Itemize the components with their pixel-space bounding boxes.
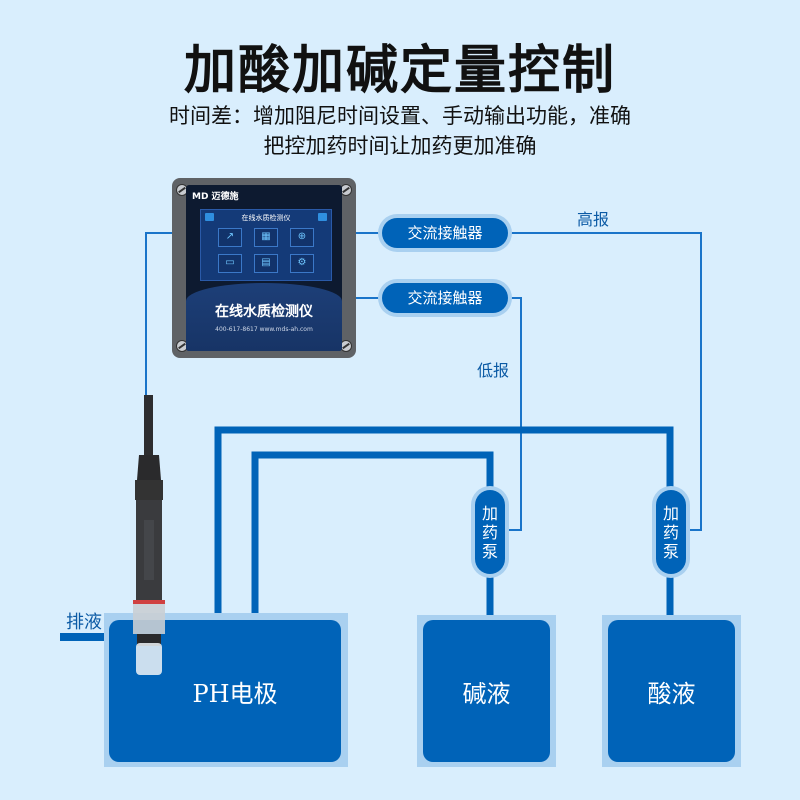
alkali-tank: 碱液 bbox=[423, 620, 550, 762]
device-name: 在线水质检测仪 bbox=[215, 304, 313, 320]
water-quality-analyzer: MD 迈德施 在线水质检测仪 ↗ ▦ ⊕ ▭ ▤ ⚙ 在线水质检测仪 400-6… bbox=[172, 178, 356, 358]
electrode-signal-wire bbox=[145, 232, 176, 395]
target-icon: ⊕ bbox=[290, 228, 314, 247]
low-alarm-wire bbox=[505, 297, 522, 531]
device-lower-panel bbox=[186, 283, 342, 351]
subtitle-line-1: 时间差：增加阻尼时间设置、手动输出功能，准确 bbox=[169, 104, 631, 128]
dosing-pump-acid: 加 药 泵 bbox=[656, 490, 686, 574]
ph-tank-label: PH电极 bbox=[192, 679, 278, 708]
pump-label-char: 加 bbox=[662, 503, 679, 523]
acid-pipe bbox=[214, 426, 674, 620]
screen-title: 在线水质检测仪 bbox=[241, 214, 291, 222]
contactor-low: 交流接触器 bbox=[382, 283, 508, 313]
device-brand-logo: MD 迈德施 bbox=[192, 192, 239, 202]
high-alarm-label: 高报 bbox=[577, 210, 610, 229]
probe-seal-ring bbox=[133, 600, 165, 604]
alkali-pipe bbox=[251, 451, 494, 620]
device-contact: 400-617-8617 www.mds-ah.com bbox=[215, 326, 313, 333]
pump-label-char: 药 bbox=[481, 522, 498, 542]
acid-tank: 酸液 bbox=[608, 620, 735, 762]
acid-tank-label: 酸液 bbox=[647, 679, 696, 708]
page-title: 加酸加碱定量控制 bbox=[183, 40, 616, 101]
pump-label-char: 泵 bbox=[662, 541, 679, 561]
home-icon bbox=[205, 213, 214, 221]
probe-cable bbox=[144, 395, 153, 455]
gear-icon: ⚙ bbox=[290, 254, 314, 273]
probe-body-highlight bbox=[144, 520, 154, 580]
high-alarm-wire bbox=[508, 232, 702, 531]
device-screen: 在线水质检测仪 ↗ ▦ ⊕ ▭ ▤ ⚙ bbox=[200, 209, 332, 281]
probe-thread bbox=[135, 480, 163, 500]
contactor-high: 交流接触器 bbox=[382, 218, 508, 248]
probe-glass-bulb bbox=[136, 643, 162, 675]
pump-label-char: 加 bbox=[481, 503, 498, 523]
low-alarm-label: 低报 bbox=[477, 361, 510, 380]
probe-cap bbox=[137, 455, 161, 480]
ph-electrode-probe bbox=[133, 395, 165, 675]
data-grid-icon: ▦ bbox=[254, 228, 278, 247]
probe-clear-thread bbox=[133, 604, 165, 634]
report-icon: ▭ bbox=[218, 254, 242, 273]
dosing-pump-alkali: 加 药 泵 bbox=[475, 490, 505, 574]
pump-label-char: 药 bbox=[662, 522, 679, 542]
drain-label: 排液 bbox=[66, 612, 102, 633]
alkali-tank-label: 碱液 bbox=[462, 679, 511, 708]
back-icon bbox=[318, 213, 327, 221]
document-icon: ▤ bbox=[254, 254, 278, 273]
trend-chart-icon: ↗ bbox=[218, 228, 242, 247]
device-face: MD 迈德施 在线水质检测仪 ↗ ▦ ⊕ ▭ ▤ ⚙ 在线水质检测仪 400-6… bbox=[186, 185, 342, 351]
pump-label-char: 泵 bbox=[481, 541, 498, 561]
subtitle-line-2: 把控加药时间让加药更加准确 bbox=[263, 134, 537, 158]
